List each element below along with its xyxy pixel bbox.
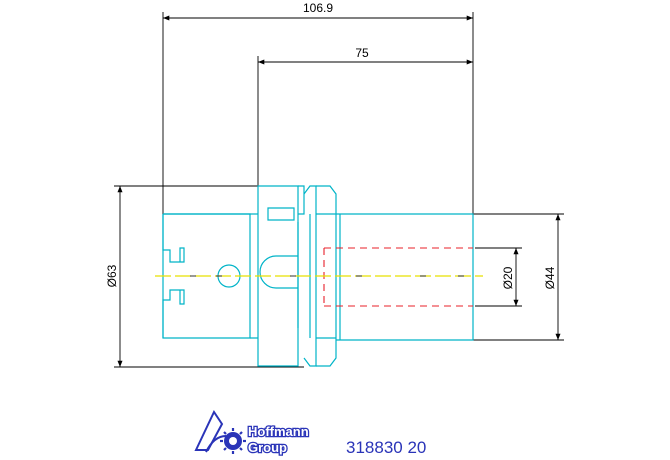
logo-mark-icon <box>194 409 246 454</box>
part-outline <box>162 185 474 367</box>
shank-length-label: 75 <box>355 46 369 60</box>
shank-body <box>336 213 474 341</box>
overall-length-label: 106.9 <box>303 1 333 15</box>
dimension-overall-length: 106.9 <box>162 1 474 214</box>
flange-body <box>257 185 299 367</box>
flange-transition <box>250 213 258 339</box>
part-number: 318830 20 <box>346 438 426 457</box>
taper-section <box>162 213 251 339</box>
flange-keyway-top <box>267 207 295 221</box>
brand-name-line2: Group <box>248 440 287 455</box>
dimension-bore-diameter: Ø20 <box>475 247 522 307</box>
ring-1 <box>298 185 305 215</box>
flange-notch <box>259 255 298 289</box>
hidden-bore <box>323 247 473 307</box>
dimension-shank-length: 75 <box>257 46 473 186</box>
brand-name-line1: Hoffmann <box>248 424 309 439</box>
flange-diameter-label: Ø63 <box>105 264 119 287</box>
hoffmann-logo: Hoffmann Group <box>194 409 310 456</box>
shank-diameter-label: Ø44 <box>543 266 557 289</box>
bore-diameter-label: Ø20 <box>501 266 515 289</box>
dimension-shank-diameter: Ø44 <box>473 213 564 341</box>
